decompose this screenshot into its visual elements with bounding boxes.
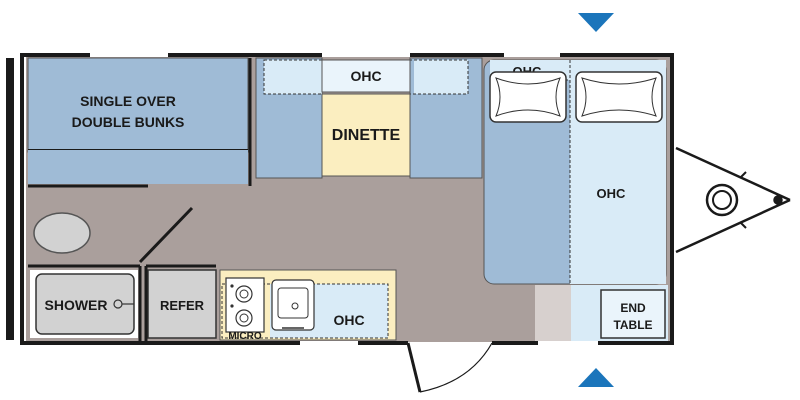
end-table-label-line2: TABLE: [613, 318, 652, 332]
bunks-label-line2: DOUBLE BUNKS: [72, 114, 185, 130]
shower-label: SHOWER: [45, 297, 108, 313]
trailer-hitch: [675, 146, 791, 254]
bed-ohc-right-label: OHC: [597, 186, 627, 201]
toilet-icon: [33, 212, 91, 254]
windows: [90, 53, 598, 345]
entry-door: [406, 342, 493, 393]
dinette-label: DINETTE: [332, 127, 401, 144]
rear-bumper: [6, 58, 14, 340]
bunks-top: [27, 57, 249, 153]
micro-label: MICRO: [228, 331, 262, 342]
end-table-label-line1: END: [620, 301, 646, 315]
bathroom-door: [138, 206, 194, 264]
pillow-left-icon: [489, 71, 567, 123]
dinette-cushion-right: [414, 60, 468, 94]
dinette-ohc-box: [321, 59, 411, 93]
kitchen-ohc-label: OHC: [333, 312, 364, 328]
entry-step: [535, 285, 571, 341]
dinette-cushion-left: [264, 60, 322, 94]
arrow-down-icon: [578, 13, 614, 32]
bunks-label-line1: SINGLE OVER: [80, 93, 176, 109]
bunks-lower: [28, 150, 248, 184]
arrow-up-icon: [578, 368, 614, 387]
dinette-ohc-label: OHC: [350, 68, 381, 84]
pillow-right-icon: [575, 71, 663, 123]
refrigerator: [147, 269, 217, 339]
end-table: [600, 289, 666, 339]
refer-label: REFER: [160, 298, 205, 313]
dinette-table: [321, 93, 411, 177]
